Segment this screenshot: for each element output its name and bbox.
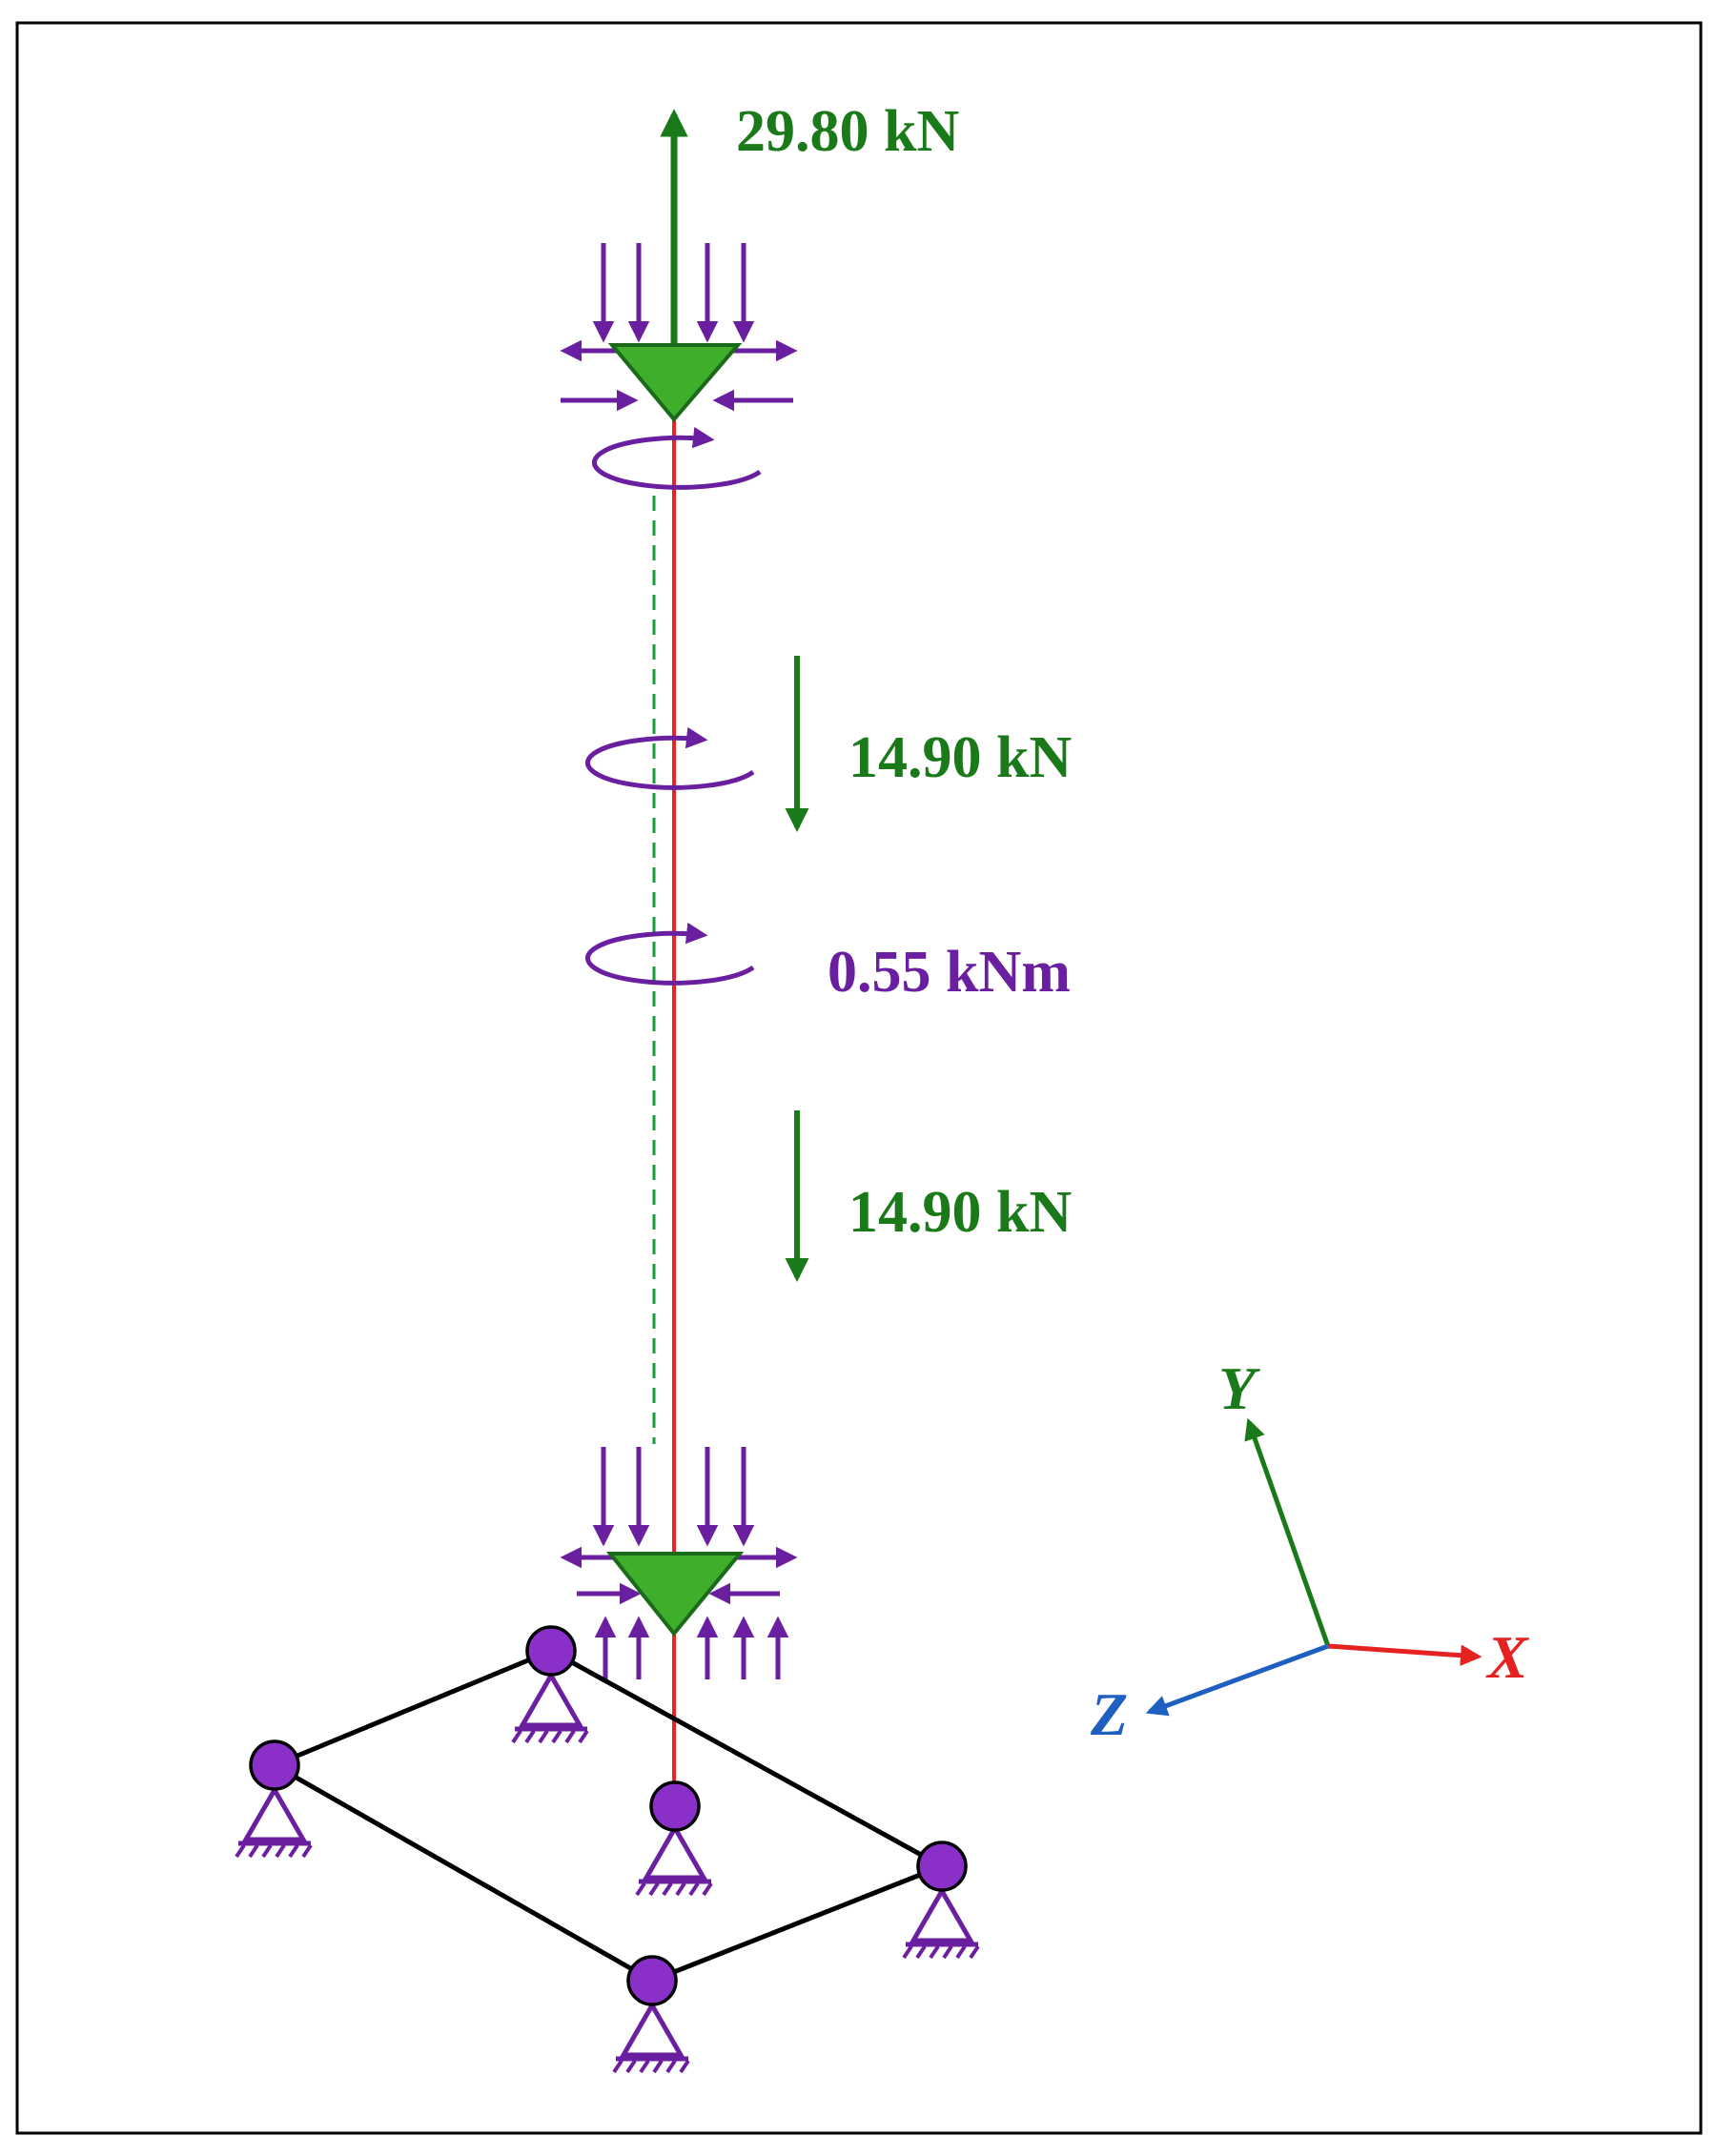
pile-head-node: [607, 343, 743, 423]
torque-label: 0.55 kNm: [828, 940, 1071, 1005]
axial-load-label: 29.80 kN: [736, 99, 959, 164]
axis-x-label: X: [1485, 1623, 1529, 1691]
base-frame: [273, 1648, 944, 1983]
axis-y-label: Y: [1218, 1354, 1260, 1422]
pile-toe-node: [605, 1552, 745, 1637]
top-distributed-arrows: [560, 243, 798, 412]
shear-force-label-lower: 14.90 kN: [848, 1180, 1072, 1245]
base-nodes: [249, 1625, 968, 2006]
axis-z-label: Z: [1090, 1680, 1128, 1748]
figure-border: [15, 21, 1703, 2135]
coordinate-axes: Y X Z: [1090, 1354, 1529, 1748]
shear-force-label-upper: 14.90 kN: [848, 725, 1072, 790]
